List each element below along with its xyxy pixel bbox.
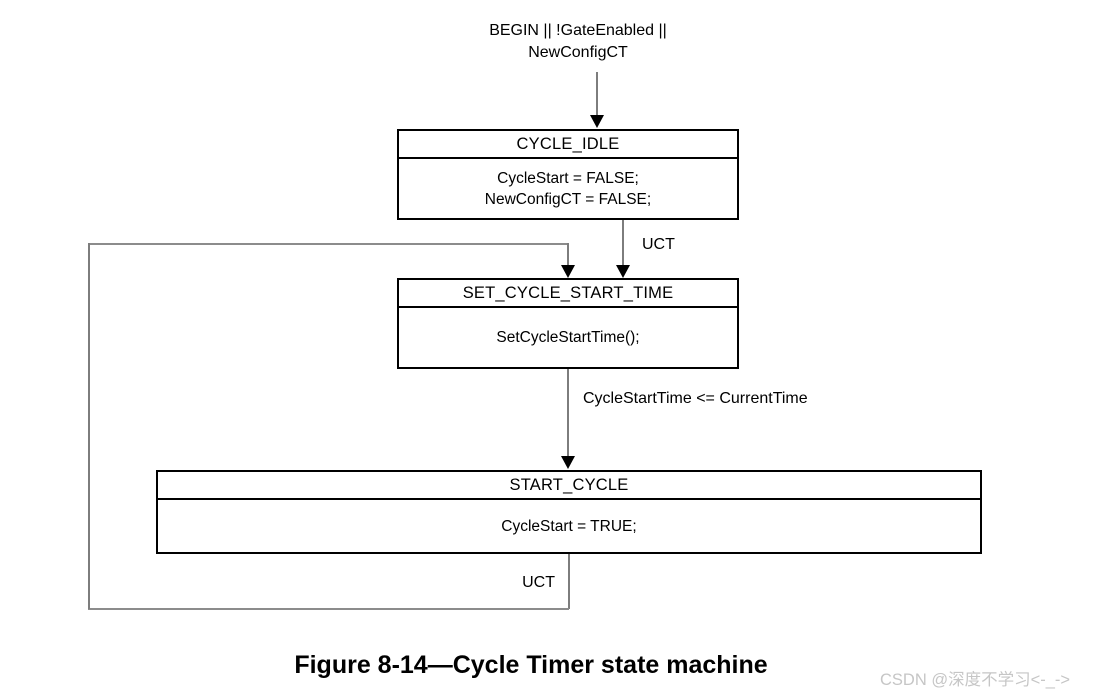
state-box-cycle-idle: CYCLE_IDLE CycleStart = FALSE; NewConfig… [397,129,739,220]
transition-line-cyclestart [567,369,569,457]
state-actions: CycleStart = FALSE; NewConfigCT = FALSE; [484,169,652,208]
state-box-start-cycle: START_CYCLE CycleStart = TRUE; [156,470,982,554]
loopback-left-line [88,243,90,609]
arrowhead-icon [616,265,630,278]
arrowhead-icon [590,115,604,128]
start-connector-line [596,72,598,116]
state-actions: CycleStart = TRUE; [501,517,637,535]
transition-line-uct1 [622,220,624,266]
transition-label-uct1: UCT [642,236,675,253]
arrowhead-icon [561,265,575,278]
state-title: START_CYCLE [158,472,980,500]
loopback-exit-line [568,554,570,609]
loopback-entry-line [567,243,569,266]
figure-caption: Figure 8-14—Cycle Timer state machine [294,651,768,679]
transition-label-cyclestart: CycleStartTime <= CurrentTime [583,390,808,407]
watermark: CSDN @深度不学习<-_-> [880,671,1071,689]
arrowhead-icon [561,456,575,469]
start-condition-label: BEGIN || !GateEnabled || NewConfigCT [489,22,667,61]
state-title: CYCLE_IDLE [399,131,737,159]
transition-label-uct2: UCT [522,574,555,591]
loopback-top-line [88,243,568,245]
loopback-bottom-line [88,608,569,610]
state-actions: SetCycleStartTime(); [496,329,640,346]
state-box-set-cycle-start-time: SET_CYCLE_START_TIME SetCycleStartTime()… [397,278,739,369]
state-title: SET_CYCLE_START_TIME [399,280,737,308]
